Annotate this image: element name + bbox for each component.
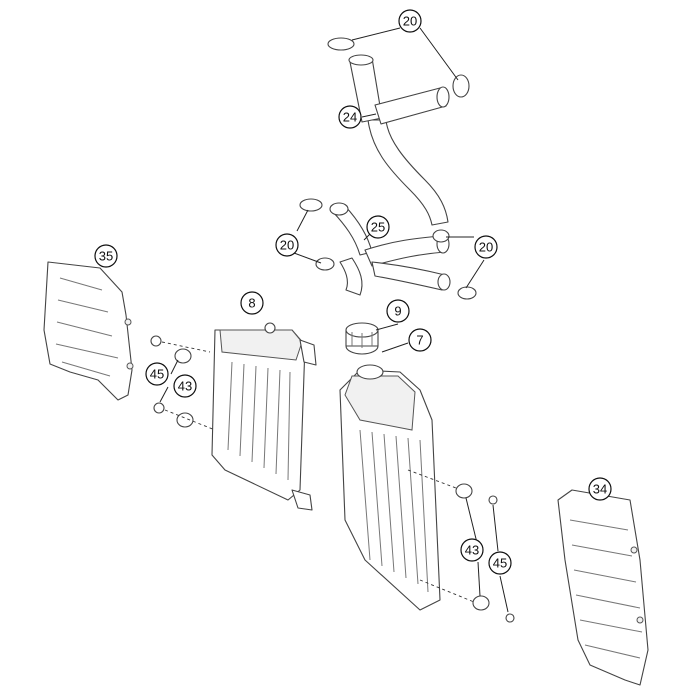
- right-radiator-shroud: [557, 489, 649, 686]
- left-radiator-shroud: [43, 261, 134, 401]
- callout-label: 34: [593, 482, 607, 497]
- hose-clamp: [327, 37, 470, 98]
- callout-20-right: 20: [474, 235, 498, 259]
- callout-label: 20: [280, 238, 294, 253]
- callout-9: 9: [386, 299, 410, 323]
- callout-20-top: 20: [398, 9, 422, 33]
- lower-hose: [329, 202, 451, 296]
- callout-43-left: 43: [173, 374, 197, 398]
- callout-7: 7: [408, 328, 432, 352]
- callout-label: 45: [150, 367, 164, 382]
- left-radiator: [211, 322, 317, 511]
- callout-label: 35: [99, 249, 113, 264]
- callout-label: 43: [465, 543, 479, 558]
- callout-label: 24: [343, 110, 357, 125]
- callout-label: 9: [394, 304, 401, 319]
- callout-24: 24: [338, 105, 362, 129]
- callout-label: 25: [371, 220, 385, 235]
- right-radiator: [339, 364, 441, 611]
- callout-label: 20: [479, 240, 493, 255]
- callout-34: 34: [588, 477, 612, 501]
- callout-label: 20: [403, 14, 417, 29]
- callout-25: 25: [366, 215, 390, 239]
- callout-label: 8: [248, 296, 255, 311]
- callout-43-right: 43: [460, 538, 484, 562]
- rubber-grommet: [174, 348, 194, 428]
- leader-lines: [159, 27, 509, 613]
- screw: [150, 335, 165, 414]
- rubber-grommet: [455, 483, 490, 611]
- upper-hose: [348, 54, 450, 226]
- callout-45-right: 45: [488, 551, 512, 575]
- callout-35: 35: [94, 244, 118, 268]
- callout-45-left: 45: [145, 362, 169, 386]
- callout-label: 7: [416, 333, 423, 348]
- callout-label: 43: [178, 379, 192, 394]
- callout-label: 45: [493, 556, 507, 571]
- callout-20-left: 20: [275, 233, 299, 257]
- callout-8: 8: [240, 291, 264, 315]
- screw: [488, 495, 515, 623]
- radiator-cap: [345, 322, 379, 355]
